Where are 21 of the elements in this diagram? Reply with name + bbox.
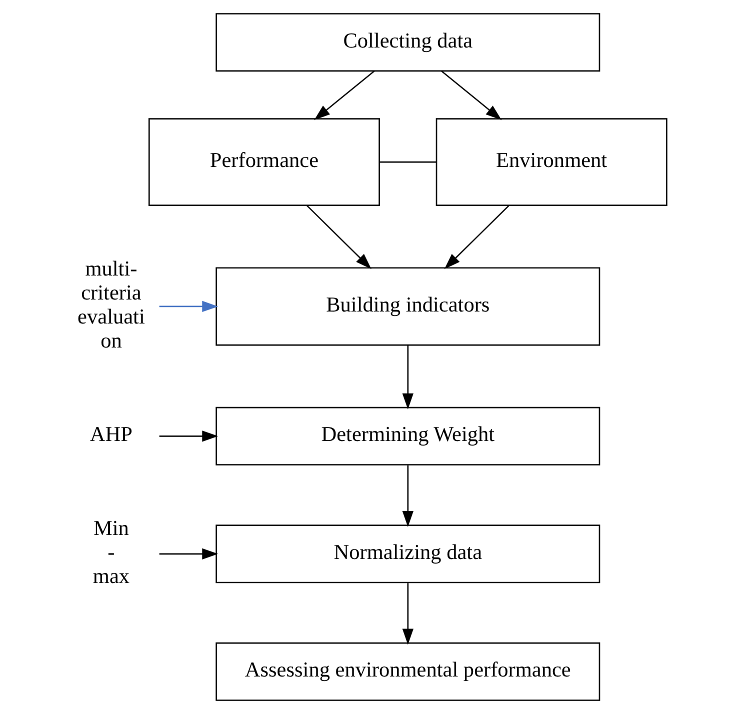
node-box: Performance (148, 118, 380, 206)
node-box: Assessing environmental performance (216, 642, 600, 701)
arrow (444, 205, 510, 270)
node-box: Normalizing data (216, 524, 600, 584)
node-text: Min - max (92, 516, 130, 588)
node-box: Environment (436, 118, 668, 206)
arrow (402, 345, 414, 410)
arrow (159, 548, 218, 560)
arrow (306, 205, 372, 270)
node-text: multi- criteria evaluati on (78, 256, 145, 352)
node-text: AHP (90, 422, 132, 446)
connector (380, 161, 436, 163)
arrow (441, 70, 502, 120)
node-box: Determining Weight (216, 406, 600, 466)
node-box: Building indicators (216, 267, 600, 346)
arrow (314, 70, 375, 120)
arrow (402, 465, 414, 527)
arrow (159, 430, 218, 442)
arrow (402, 583, 414, 645)
node-box: Collecting data (216, 13, 600, 72)
arrow (159, 300, 218, 312)
